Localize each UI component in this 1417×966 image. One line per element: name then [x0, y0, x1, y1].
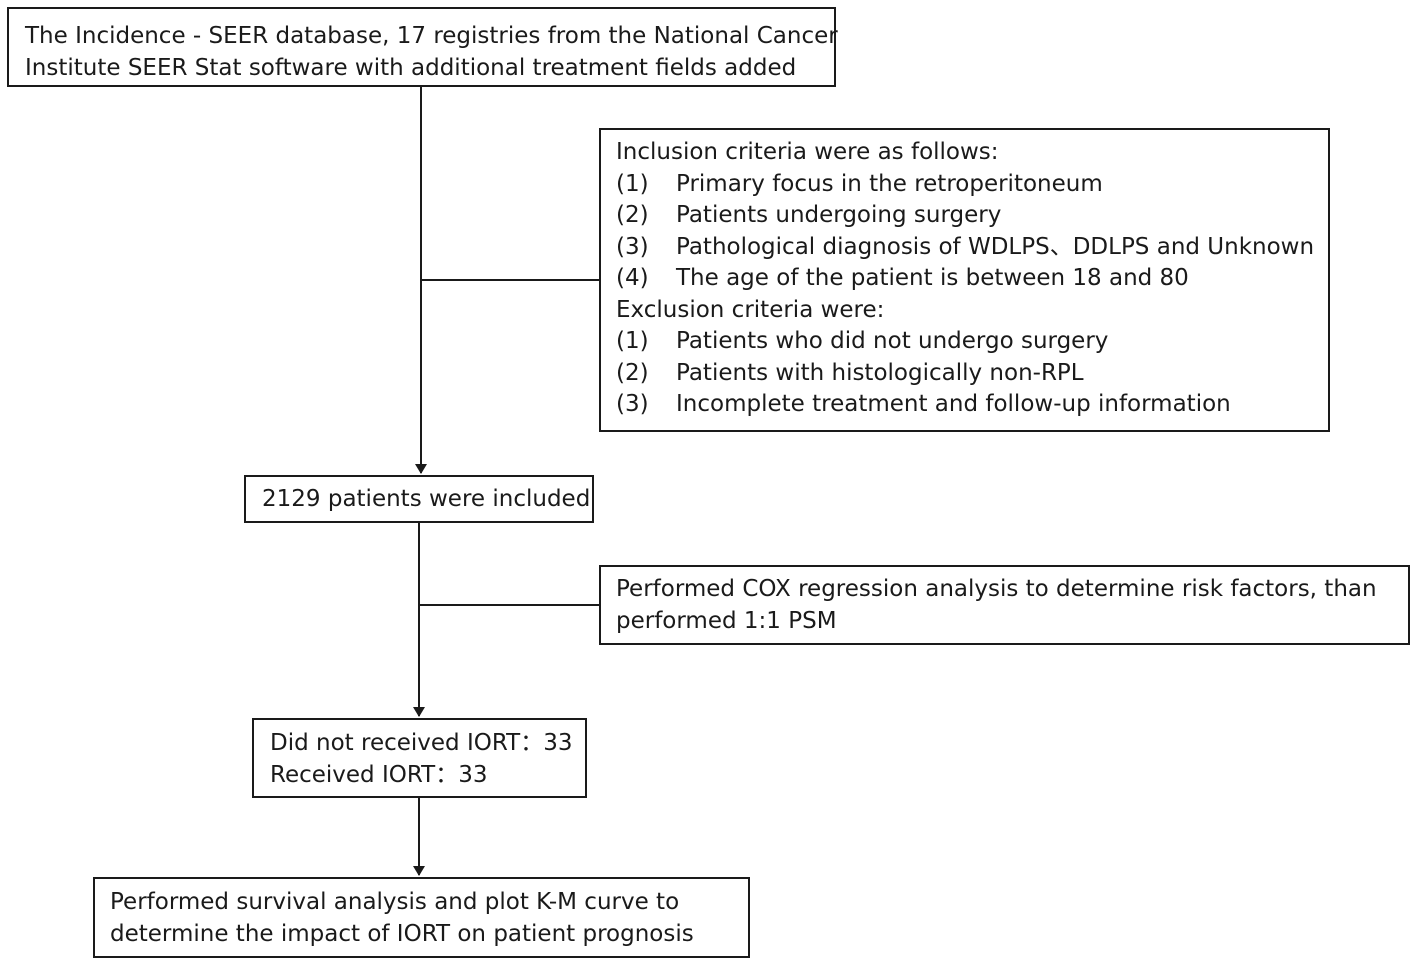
- exclusion-item-text: Patients who did not undergo surgery: [676, 328, 1109, 354]
- inclusion-item-text: Pathological diagnosis of WDLPS、DDLPS an…: [676, 233, 1315, 260]
- exclusion-item-text: Incomplete treatment and follow-up infor…: [676, 391, 1231, 417]
- inclusion-item: (2) Patients undergoing surgery: [616, 200, 1328, 232]
- exclusion-heading: Exclusion criteria were:: [616, 296, 885, 323]
- inclusion-item-number: (3): [616, 233, 649, 260]
- exclusion-item: (1) Patients who did not undergo surgery: [616, 326, 1328, 358]
- inclusion-item: (1) Primary focus in the retroperitoneum: [616, 169, 1328, 201]
- exclusion-item: (2) Patients with histologically non-RPL: [616, 358, 1328, 390]
- criteria-box: Inclusion criteria were as follows: (1) P…: [599, 128, 1330, 432]
- survival-analysis-line: Performed survival analysis and plot K-M…: [110, 889, 680, 915]
- included-patients-box: 2129 patients were included: [244, 475, 594, 523]
- inclusion-item: (3) Pathological diagnosis of WDLPS、DDLPS…: [616, 232, 1328, 264]
- no-iort-count: Did not received IORT：33: [270, 730, 573, 756]
- inclusion-item: (4) The age of the patient is between 18 …: [616, 263, 1328, 295]
- data-source-box: The Incidence - SEER database, 17 regist…: [7, 7, 838, 87]
- exclusion-item-number: (2): [616, 359, 649, 386]
- inclusion-item-text: Patients undergoing surgery: [676, 202, 1002, 228]
- inclusion-item-number: (2): [616, 202, 649, 228]
- survival-analysis-box: Performed survival analysis and plot K-M…: [93, 877, 750, 958]
- inclusion-item-number: (4): [616, 265, 649, 291]
- exclusion-item-number: (3): [616, 391, 649, 417]
- inclusion-heading: Inclusion criteria were as follows:: [616, 139, 999, 165]
- exclusion-item: (3) Incomplete treatment and follow-up in…: [616, 389, 1328, 421]
- inclusion-item-number: (1): [616, 170, 649, 197]
- survival-analysis-line: determine the impact of IORT on patient …: [110, 920, 694, 947]
- exclusion-item-number: (1): [616, 328, 649, 354]
- exclusion-item-text: Patients with histologically non-RPL: [676, 359, 1084, 386]
- inclusion-item-text: The age of the patient is between 18 and…: [676, 265, 1189, 291]
- cox-regression-box: Performed COX regression analysis to det…: [599, 565, 1410, 645]
- inclusion-item-text: Primary focus in the retroperitoneum: [676, 170, 1103, 197]
- cox-regression-line: performed 1:1 PSM: [616, 607, 837, 634]
- iort-count: Received IORT：33: [270, 761, 488, 788]
- data-source-line: The Incidence - SEER database, 17 regist…: [25, 23, 838, 49]
- data-source-line: Institute SEER Stat software with additi…: [25, 54, 797, 81]
- included-patients-text: 2129 patients were included: [262, 486, 591, 512]
- iort-groups-box: Did not received IORT：33 Received IORT：3…: [252, 718, 587, 798]
- cox-regression-line: Performed COX regression analysis to det…: [616, 576, 1377, 602]
